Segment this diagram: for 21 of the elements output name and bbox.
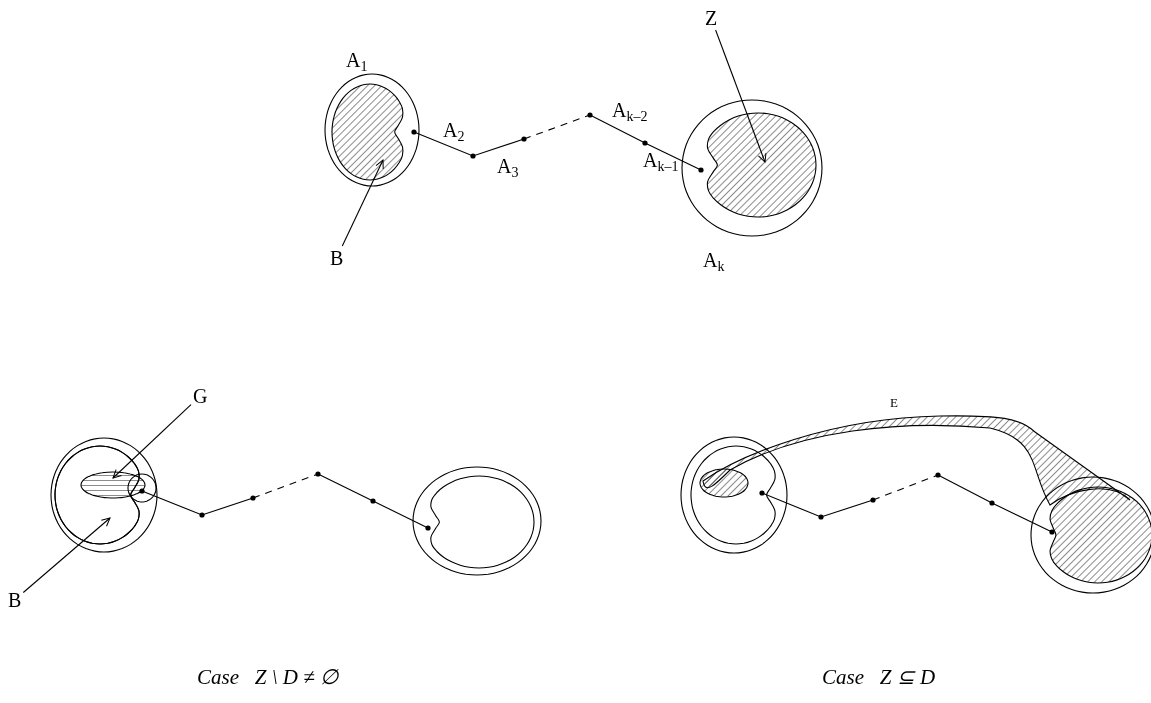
leader-line: [715, 29, 767, 163]
set-label: A$_{3}$: [497, 156, 519, 180]
leader-line: [112, 404, 192, 479]
leader-line: [341, 159, 384, 247]
set-label: A$_{k–1}$: [643, 150, 679, 174]
set-label: A$_{k}$: [703, 250, 725, 274]
hatched-region: [706, 112, 817, 218]
hatched-region: [331, 83, 404, 181]
case-caption: Case Z \ D ≠ ∅: [197, 667, 338, 688]
set-region: [54, 445, 140, 545]
set-label: A$_{k–2}$: [612, 100, 648, 124]
case-caption: Case Z ⊆ D: [822, 667, 936, 688]
set-label: B: [330, 248, 344, 268]
set-label: Z: [705, 8, 718, 28]
set-label: G: [193, 386, 208, 406]
hatched-region: [80, 471, 146, 499]
set-label: A$_{1}$: [346, 50, 368, 74]
set-label: A$_{2}$: [443, 120, 465, 144]
set-label: E: [890, 396, 898, 409]
set-label: B: [8, 590, 22, 610]
leader-line: [22, 517, 111, 594]
